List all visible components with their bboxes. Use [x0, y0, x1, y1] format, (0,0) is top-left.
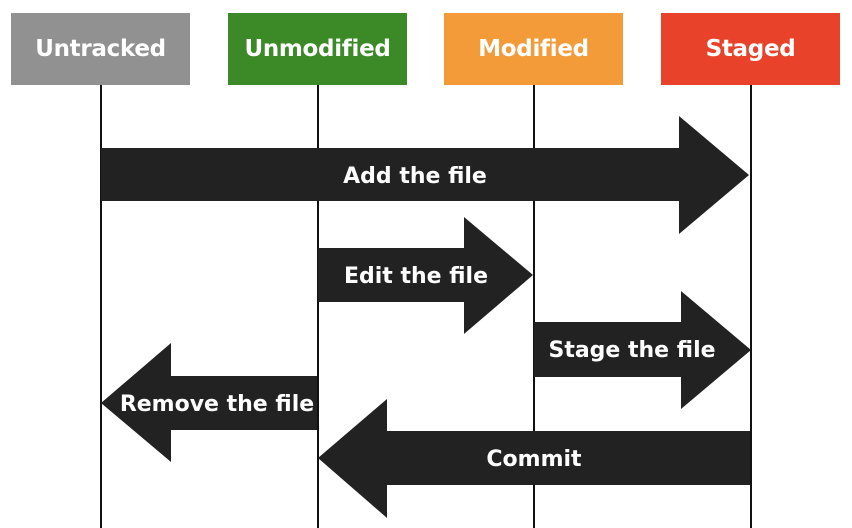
state-modified: Modified [444, 13, 623, 85]
arrow-edit-the-file: Edit the file [318, 217, 533, 334]
state-unmodified: Unmodified [228, 13, 407, 85]
state-staged: Staged [661, 13, 840, 85]
arrow-edit-shape [318, 217, 533, 334]
arrow-remove-shape [101, 343, 317, 462]
state-untracked: Untracked [11, 13, 190, 85]
arrow-add-label: Add the file [343, 164, 487, 189]
arrow-add-shape [101, 116, 749, 234]
lifeline-untracked [100, 85, 102, 528]
arrow-stage-label: Stage the file [548, 338, 715, 363]
arrow-commit-shape [318, 399, 750, 518]
arrow-commit-label: Commit [486, 447, 582, 472]
arrow-edit-label: Edit the file [344, 264, 488, 289]
arrow-add-the-file: Add the file [101, 116, 749, 234]
arrow-stage-shape [534, 291, 751, 409]
lifeline-unmodified [317, 85, 319, 528]
arrow-remove-the-file: Remove the file [101, 343, 317, 462]
lifeline-modified [533, 85, 535, 528]
arrow-remove-label: Remove the file [120, 392, 314, 417]
lifeline-staged [750, 85, 752, 528]
arrow-commit: Commit [318, 399, 750, 518]
arrow-stage-the-file: Stage the file [534, 291, 751, 409]
